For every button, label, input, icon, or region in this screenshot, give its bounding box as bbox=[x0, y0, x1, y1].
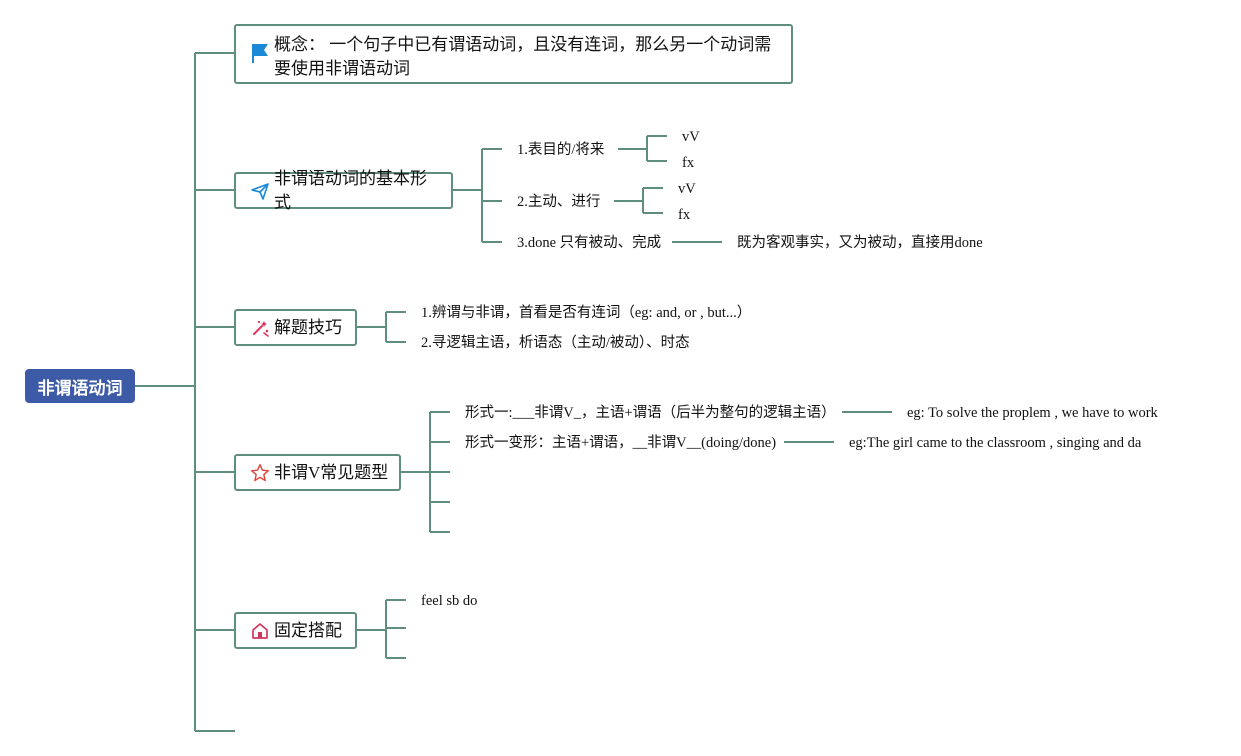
root-label: 非谓语动词 bbox=[37, 378, 123, 398]
concept-text: 概念： 一个句子中已有谓语动词，且没有连词，那么另一个动词需要使用非谓语动词 bbox=[274, 35, 772, 78]
form-item-2[interactable]: 2.主动、进行 bbox=[517, 194, 601, 210]
fixed-label: 固定搭配 bbox=[274, 620, 342, 640]
fixed-node[interactable]: 固定搭配 bbox=[234, 612, 357, 649]
type-item-2-example[interactable]: eg:The girl came to the classroom , sing… bbox=[849, 435, 1142, 451]
type-item-1[interactable]: 形式一:___非谓V_，主语+谓语（后半为整句的逻辑主语） bbox=[465, 405, 836, 421]
root-node[interactable]: 非谓语动词 bbox=[25, 369, 135, 403]
tip-item-1[interactable]: 1.辨谓与非谓，首看是否有连词（eg: and, or , but...） bbox=[421, 305, 752, 321]
form-item-2-child-2[interactable]: fx bbox=[678, 207, 691, 223]
house-icon bbox=[250, 620, 270, 642]
type-item-2[interactable]: 形式一变形：主语+谓语，__非谓V__(doing/done) bbox=[465, 435, 777, 451]
tip-item-2[interactable]: 2.寻逻辑主语，析语态（主动/被动）、时态 bbox=[421, 335, 690, 351]
forms-node[interactable]: 非谓语动词的基本形式 bbox=[234, 169, 453, 212]
form-item-1[interactable]: 1.表目的/将来 bbox=[517, 142, 605, 158]
concept-node[interactable]: 概念： 一个句子中已有谓语动词，且没有连词，那么另一个动词需要使用非谓语动词 bbox=[234, 24, 793, 84]
tips-node[interactable]: 解题技巧 bbox=[234, 309, 357, 346]
paper-plane-icon bbox=[250, 180, 270, 202]
star-icon bbox=[250, 462, 270, 484]
type-item-1-example[interactable]: eg: To solve the proplem , we have to wo… bbox=[907, 405, 1158, 421]
fixed-item-1[interactable]: feel sb do bbox=[421, 593, 478, 609]
types-label: 非谓V常见题型 bbox=[274, 462, 389, 482]
form-item-3-note[interactable]: 既为客观事实，又为被动，直接用done bbox=[737, 235, 983, 251]
tips-label: 解题技巧 bbox=[274, 317, 342, 337]
form-item-1-child-2[interactable]: fx bbox=[682, 155, 695, 171]
form-item-2-child-1[interactable]: vV bbox=[678, 181, 696, 197]
form-item-1-child-1[interactable]: vV bbox=[682, 129, 700, 145]
types-node[interactable]: 非谓V常见题型 bbox=[234, 454, 401, 491]
flag-icon bbox=[250, 42, 270, 64]
form-item-3[interactable]: 3.done 只有被动、完成 bbox=[517, 235, 662, 251]
forms-label: 非谓语动词的基本形式 bbox=[274, 168, 427, 212]
magic-wand-icon bbox=[250, 317, 270, 339]
